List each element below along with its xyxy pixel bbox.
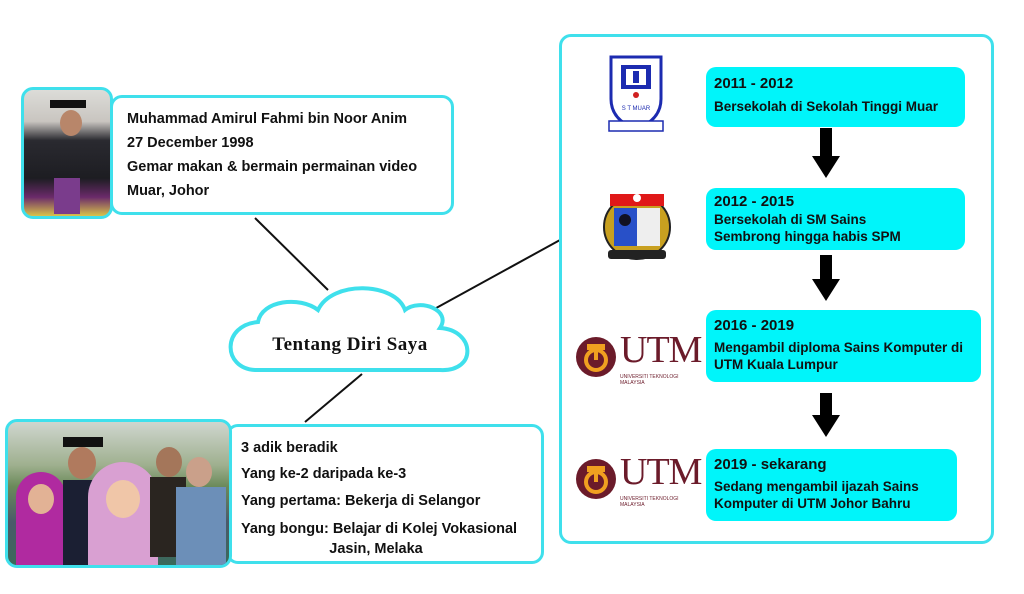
timeline-panel — [559, 34, 994, 544]
arrow-down-icon — [812, 393, 840, 437]
center-title: Tentang Diri Saya — [272, 334, 428, 355]
timeline-desc: Bersekolah di Sekolah Tinggi Muar — [714, 99, 939, 114]
family-photo — [5, 419, 232, 568]
family-youngest-location: Jasin, Melaka — [329, 541, 423, 557]
family-count: 3 adik beradik — [241, 440, 338, 456]
connector-family — [304, 373, 363, 423]
family-info-box: 3 adik beradik Yang ke-2 daripada ke-3 Y… — [226, 424, 544, 564]
stm-crest-text: S T MUAR — [621, 106, 651, 112]
utm-logo-text: UTM — [620, 451, 702, 493]
sembrong-crest-logo — [600, 182, 674, 264]
utm-logo-subtext: UNIVERSITI TEKNOLOGI MALAYSIA — [620, 374, 679, 386]
stm-crest-logo: S T MUAR — [607, 55, 665, 135]
profile-name: Muhammad Amirul Fahmi bin Noor Anim — [127, 111, 408, 127]
family-eldest: Yang pertama: Bekerja di Selangor — [241, 493, 481, 509]
connector-profile — [254, 217, 329, 291]
timeline-years: 2016 - 2019 — [714, 317, 795, 334]
center-cloud — [228, 286, 470, 373]
timeline-item-4: 2019 - sekarang Sedang mengambil ijazah … — [706, 449, 957, 521]
timeline-desc: Mengambil diploma Sains Komputer di UTM … — [714, 340, 964, 372]
timeline-item-2: 2012 - 2015 Bersekolah di SM Sains Sembr… — [706, 188, 965, 250]
timeline-desc: Bersekolah di SM Sains Sembrong hingga h… — [714, 212, 901, 244]
profile-birthdate: 27 December 1998 — [127, 135, 254, 151]
utm-logo: UTM UNIVERSITI TEKNOLOGI MALAYSIA — [575, 328, 702, 386]
profile-hometown: Muar, Johor — [127, 183, 210, 199]
family-youngest: Yang bongu: Belajar di Kolej Vokasional — [241, 521, 518, 537]
arrow-down-icon — [812, 128, 840, 178]
connector-timeline — [417, 239, 561, 319]
profile-hobby: Gemar makan & bermain permainan video — [127, 159, 418, 175]
timeline-desc: Sedang mengambil ijazah Sains Komputer d… — [714, 479, 919, 511]
timeline-years: 2012 - 2015 — [714, 193, 795, 210]
arrow-down-icon — [812, 255, 840, 301]
timeline-years: 2011 - 2012 — [714, 75, 794, 92]
timeline-item-1: 2011 - 2012 Bersekolah di Sekolah Tinggi… — [706, 67, 965, 127]
utm-logo: UTM UNIVERSITI TEKNOLOGI MALAYSIA — [575, 450, 702, 508]
utm-logo-subtext: UNIVERSITI TEKNOLOGI MALAYSIA — [620, 496, 679, 508]
family-position: Yang ke-2 daripada ke-3 — [241, 466, 407, 482]
profile-info-box: Muhammad Amirul Fahmi bin Noor Anim 27 D… — [110, 95, 454, 215]
timeline-item-3: 2016 - 2019 Mengambil diploma Sains Komp… — [706, 310, 981, 382]
utm-logo-text: UTM — [620, 329, 702, 371]
profile-photo — [21, 87, 113, 219]
timeline-years: 2019 - sekarang — [714, 456, 827, 473]
